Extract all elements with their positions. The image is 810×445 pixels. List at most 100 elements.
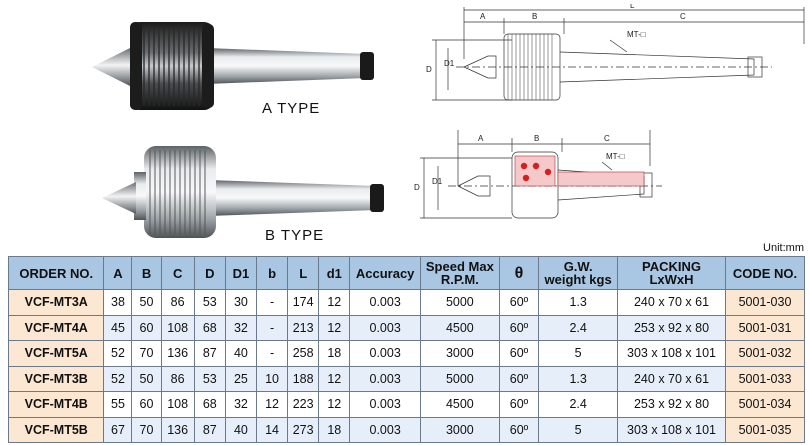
cell-order: VCF-MT4B — [7, 391, 105, 418]
header-gw: G.W.weight kgs — [538, 256, 619, 290]
dim-label-b-b: B — [534, 134, 539, 143]
dim-label-d1: D1 — [444, 59, 455, 68]
cell-d1: 30 — [224, 289, 257, 316]
cell-d: 53 — [193, 365, 226, 392]
cell-packing: 303 x 108 x 101 — [617, 416, 726, 443]
header-packing-line2: LxWxH — [649, 272, 694, 287]
table-row: VCF-MT5B 67 70 136 87 40 14 273 18 0.003… — [7, 416, 806, 443]
cell-d1-small: 12 — [318, 289, 351, 316]
cell-order: VCF-MT4A — [7, 314, 105, 341]
a-type-drawing: A B C L D D1 MT-□ — [426, 4, 805, 101]
cell-gw: 5 — [538, 416, 619, 443]
cell-gw: 2.4 — [538, 314, 619, 341]
table-row: VCF-MT5A 52 70 136 87 40 - 258 18 0.003 … — [7, 340, 806, 367]
cell-packing: 253 x 92 x 80 — [617, 314, 726, 341]
cell-d1-small: 18 — [318, 340, 351, 367]
cell-l: 273 — [287, 416, 320, 443]
cell-c: 86 — [160, 289, 195, 316]
cell-a: 55 — [103, 391, 133, 418]
table-row: VCF-MT4B 55 60 108 68 32 12 223 12 0.003… — [7, 391, 806, 418]
cell-l: 223 — [287, 391, 320, 418]
cell-c: 136 — [160, 416, 195, 443]
b-type-drawing: A B C D D1 MT-□ — [414, 130, 662, 219]
a-type-label: A TYPE — [262, 100, 321, 117]
cell-accuracy: 0.003 — [349, 314, 421, 341]
cell-code: 5001-034 — [724, 391, 806, 418]
cell-b-dim: 60 — [131, 314, 162, 341]
cell-b-small: - — [255, 289, 289, 316]
header-accuracy: Accuracy — [349, 256, 421, 290]
cell-b-dim: 70 — [131, 340, 162, 367]
header-a: A — [103, 256, 133, 290]
cell-theta: 60º — [498, 340, 540, 367]
cell-d: 87 — [193, 416, 226, 443]
cell-code: 5001-030 — [724, 289, 806, 316]
cell-order: VCF-MT3B — [7, 365, 105, 392]
cell-speed: 5000 — [419, 365, 500, 392]
cell-a: 67 — [103, 416, 133, 443]
header-gw-line1: G.W. — [563, 259, 593, 274]
dim-label-a: A — [480, 12, 486, 21]
header-code: CODE NO. — [724, 256, 806, 290]
cell-accuracy: 0.003 — [349, 416, 421, 443]
cell-d1: 40 — [224, 416, 257, 443]
cell-accuracy: 0.003 — [349, 289, 421, 316]
cell-theta: 60º — [498, 365, 540, 392]
cell-code: 5001-031 — [724, 314, 806, 341]
header-d1: D1 — [224, 256, 257, 290]
dim-label-mt: MT-□ — [627, 30, 646, 39]
cell-b-dim: 50 — [131, 365, 162, 392]
cell-order: VCF-MT3A — [7, 289, 105, 316]
cell-c: 86 — [160, 365, 195, 392]
cell-gw: 1.3 — [538, 365, 619, 392]
header-d1-small: d1 — [318, 256, 351, 290]
cell-order: VCF-MT5A — [7, 340, 105, 367]
cell-d: 87 — [193, 340, 226, 367]
header-theta: θ — [498, 256, 540, 290]
cell-c: 108 — [160, 314, 195, 341]
dim-label-mt-b: MT-□ — [606, 152, 625, 161]
cell-b-small: - — [255, 340, 289, 367]
dim-label-b: B — [532, 12, 537, 21]
cell-code: 5001-032 — [724, 340, 806, 367]
cell-d1: 25 — [224, 365, 257, 392]
dim-label-l: L — [630, 4, 635, 10]
spec-table: ORDER NO. A B C D D1 b L d1 Accuracy Spe… — [7, 256, 806, 443]
cell-code: 5001-035 — [724, 416, 806, 443]
b-type-label: B TYPE — [265, 227, 325, 244]
cell-a: 45 — [103, 314, 133, 341]
cell-gw: 5 — [538, 340, 619, 367]
cell-packing: 240 x 70 x 61 — [617, 365, 726, 392]
cell-speed: 4500 — [419, 391, 500, 418]
cell-l: 258 — [287, 340, 320, 367]
cell-accuracy: 0.003 — [349, 340, 421, 367]
cell-gw: 1.3 — [538, 289, 619, 316]
cell-accuracy: 0.003 — [349, 365, 421, 392]
cell-d: 53 — [193, 289, 226, 316]
cell-speed: 4500 — [419, 314, 500, 341]
header-gw-line2: weight kgs — [544, 272, 612, 287]
cell-b-small: 14 — [255, 416, 289, 443]
cell-theta: 60º — [498, 391, 540, 418]
dim-label-d-b: D — [414, 183, 420, 192]
cell-d1-small: 12 — [318, 314, 351, 341]
cell-b-dim: 70 — [131, 416, 162, 443]
cell-a: 38 — [103, 289, 133, 316]
dim-label-a-b: A — [478, 134, 484, 143]
table-row: VCF-MT3B 52 50 86 53 25 10 188 12 0.003 … — [7, 365, 806, 392]
cell-a: 52 — [103, 365, 133, 392]
cell-gw: 2.4 — [538, 391, 619, 418]
cell-c: 136 — [160, 340, 195, 367]
dim-label-c-b: C — [604, 134, 610, 143]
cell-d1-small: 12 — [318, 391, 351, 418]
header-l: L — [287, 256, 320, 290]
cell-theta: 60º — [498, 416, 540, 443]
cell-speed: 3000 — [419, 416, 500, 443]
header-packing-line1: PACKING — [642, 259, 702, 274]
cell-d1-small: 12 — [318, 365, 351, 392]
b-type-photo — [102, 146, 384, 238]
cell-packing: 303 x 108 x 101 — [617, 340, 726, 367]
cell-speed: 5000 — [419, 289, 500, 316]
cell-order: VCF-MT5B — [7, 416, 105, 443]
header-b-small: b — [255, 256, 289, 290]
